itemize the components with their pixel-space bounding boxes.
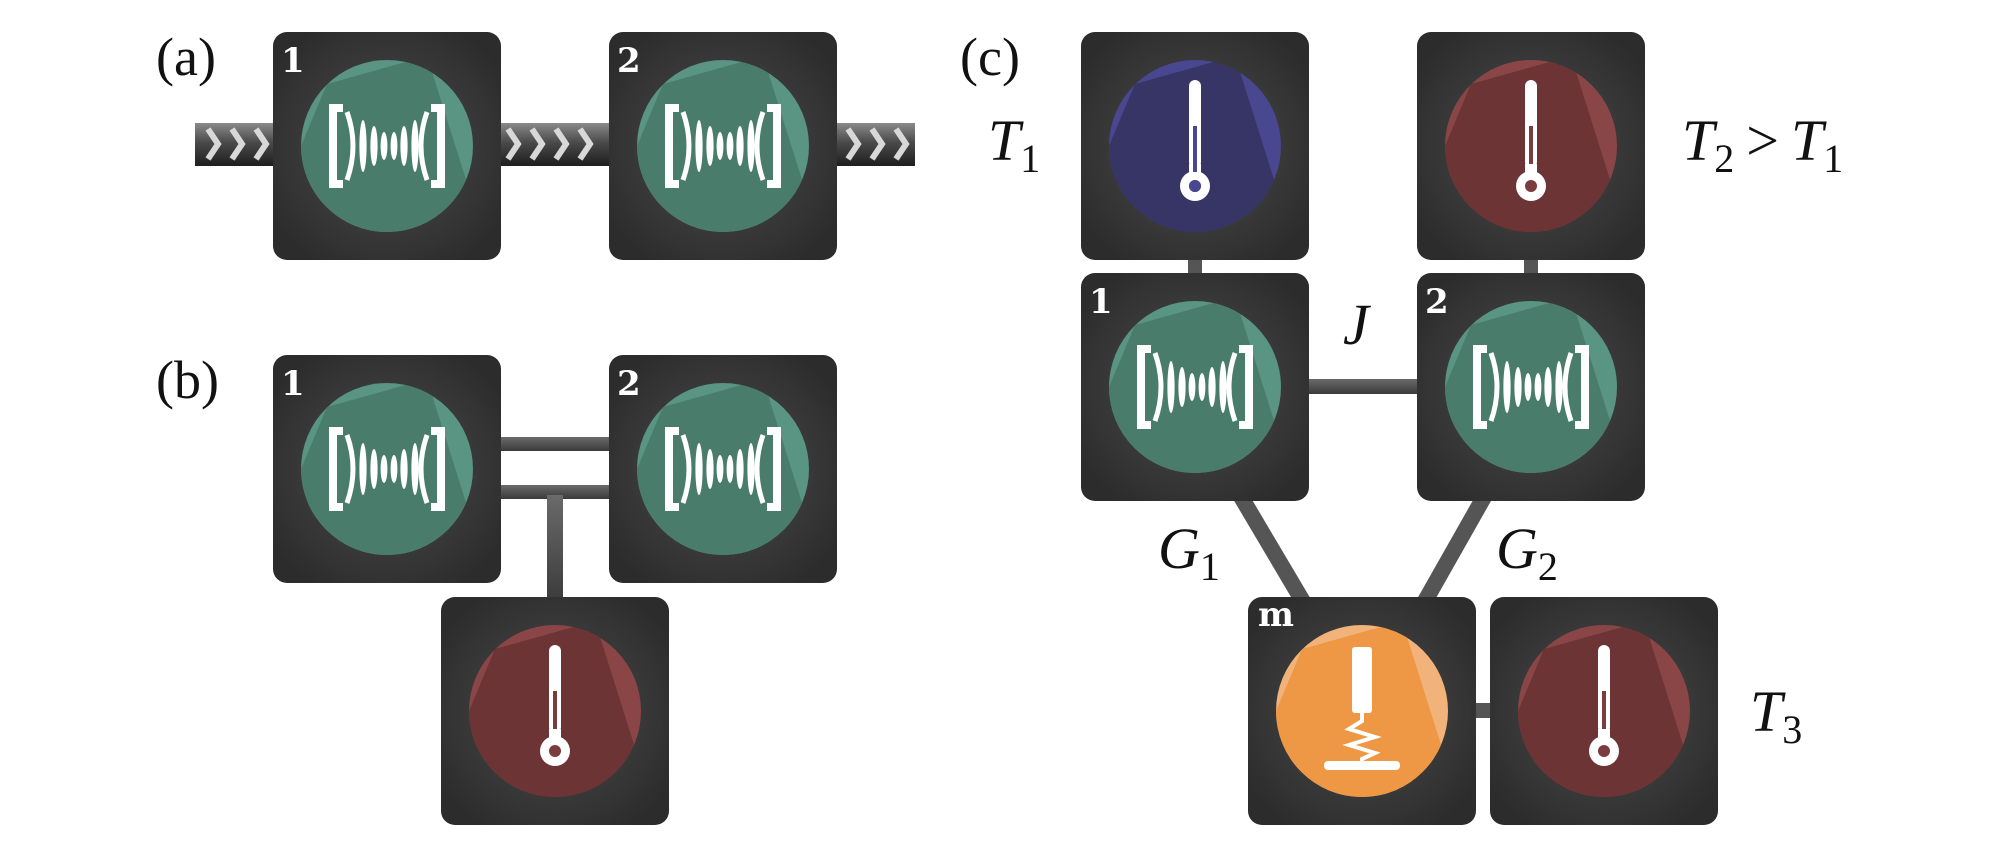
panel-c-bath-3	[1490, 597, 1718, 825]
panel-a-cavity-1: 1	[273, 32, 501, 260]
panel-c: 1 2 m	[1081, 32, 1718, 825]
panel-b-cavity-2: 2	[609, 355, 837, 583]
node-number: 2	[1425, 282, 1449, 322]
link-G1	[1230, 485, 1315, 615]
panel-label-c: (c)	[960, 27, 1020, 87]
link	[547, 495, 563, 605]
node-number: 1	[281, 364, 305, 404]
label-J: J	[1343, 292, 1369, 357]
label-G1: G1	[1158, 516, 1220, 589]
panel-label-b: (b)	[156, 350, 219, 410]
panel-b-cavity-1: 1	[273, 355, 501, 583]
label-G2: G2	[1496, 516, 1558, 589]
panel-c-cavity-2: 2	[1417, 273, 1645, 501]
panel-c-mechanical: m	[1248, 595, 1476, 825]
panel-a: 1 2	[195, 32, 915, 260]
panel-b-thermal-bath	[441, 597, 669, 825]
node-number: 1	[281, 41, 305, 81]
node-number: m	[1258, 595, 1294, 635]
node-number: 2	[617, 364, 641, 404]
panel-label-a: (a)	[156, 27, 216, 87]
panel-c-bath-hot	[1417, 32, 1645, 260]
label-T3: T3	[1750, 679, 1803, 752]
node-number: 2	[617, 41, 641, 81]
panel-a-cavity-2: 2	[609, 32, 837, 260]
link-G2	[1413, 486, 1495, 614]
link-J	[1300, 379, 1420, 394]
link	[495, 437, 615, 451]
panel-c-cavity-1: 1	[1081, 273, 1309, 501]
panel-c-bath-cold	[1081, 32, 1309, 260]
waveguide-chevrons	[205, 127, 910, 161]
label-T2-gt-T1: T2>T1	[1682, 108, 1844, 181]
panel-b: 1 2	[273, 355, 837, 825]
label-T1: T1	[988, 108, 1041, 181]
node-number: 1	[1089, 282, 1113, 322]
link	[495, 485, 615, 499]
